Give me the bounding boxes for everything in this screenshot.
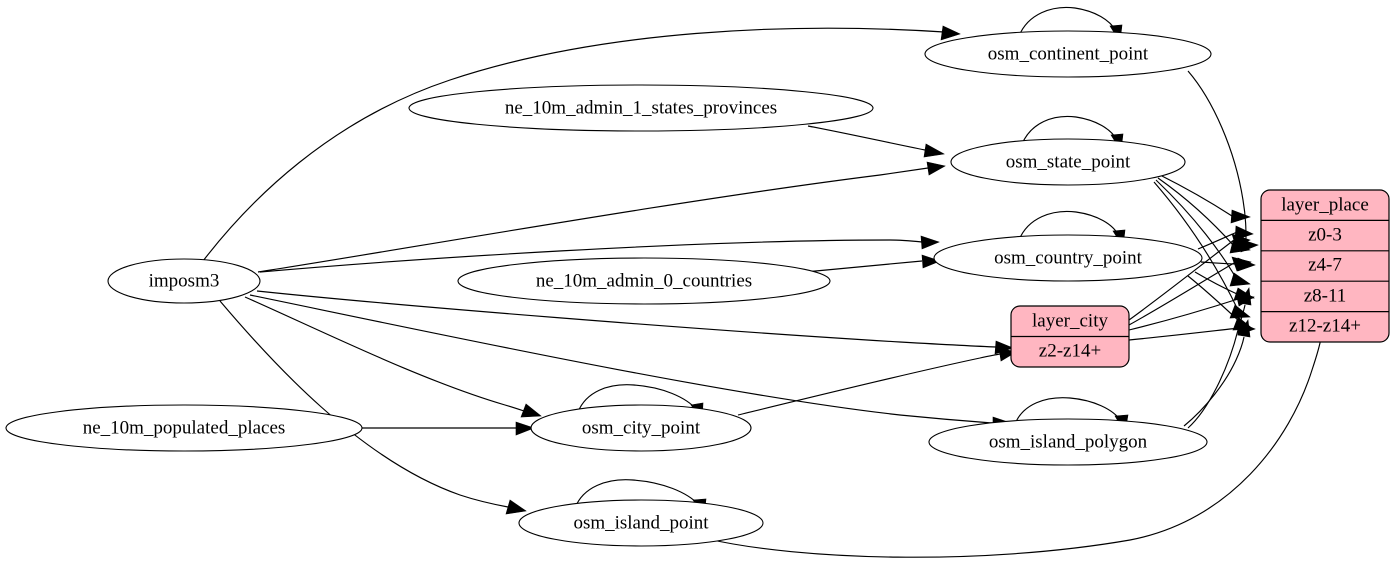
node-osm-state-point-shape[interactable] — [950, 138, 1186, 186]
edge-layer — [202, 6, 1328, 558]
node-osm-continent-point-shape[interactable] — [924, 30, 1212, 78]
node-osm-city-point[interactable]: osm_city_point — [530, 404, 752, 452]
node-osm-island-polygon[interactable]: osm_island_polygon — [928, 418, 1208, 466]
layer-city-title: layer_city — [1032, 310, 1108, 331]
node-osm-island-point[interactable]: osm_island_point — [518, 499, 764, 547]
edge-imposm3-to-osm_island_point — [219, 300, 527, 515]
node-imposm3-label: imposm3 — [149, 270, 220, 291]
layer-place-title: layer_place — [1281, 194, 1369, 215]
node-ne-10m-admin-0-countries[interactable]: ne_10m_admin_0_countries — [457, 257, 831, 305]
layer-place-row-z0-3: z0-3 — [1308, 224, 1342, 245]
node-ne-10m-populated-places[interactable]: ne_10m_populated_places — [5, 404, 363, 452]
node-imposm3-shape[interactable] — [107, 258, 261, 304]
node-ne-places-label: ne_10m_populated_places — [83, 417, 286, 438]
node-ne-admin1-shape[interactable] — [408, 84, 874, 132]
node-osm-island-point-label: osm_island_point — [573, 512, 709, 533]
layer-place-row-z8-11: z8-11 — [1304, 285, 1347, 306]
node-ne-10m-admin-1-states-provinces[interactable]: ne_10m_admin_1_states_provinces — [408, 84, 874, 132]
node-osm-state-point[interactable]: osm_state_point — [950, 138, 1186, 186]
edge-imposm3-to-osm_country_point — [259, 235, 940, 273]
edge-layer_city-to-layer_place-b — [1128, 256, 1252, 326]
edge-osm_island_polygon-to-layer_place-b — [1183, 319, 1251, 427]
node-osm-island-polygon-label: osm_island_polygon — [989, 431, 1148, 452]
layer-place-row-z4-7: z4-7 — [1308, 254, 1342, 275]
edge-imposm3-to-osm_city_point — [244, 296, 542, 418]
edge-osm_state_point-to-layer_place-c — [1155, 179, 1251, 287]
node-ne-admin0-label: ne_10m_admin_0_countries — [536, 270, 752, 291]
layer-place-row-z12-z14: z12-z14+ — [1289, 315, 1361, 336]
edge-osm_state_point-to-layer_place-a — [1159, 174, 1251, 224]
edge-imposm3-to-osm_continent_point — [202, 25, 961, 262]
node-osm-continent-point[interactable]: osm_continent_point — [924, 30, 1212, 78]
edge-osm_island_polygon-to-layer_place-a — [1187, 287, 1252, 429]
node-layer-place[interactable]: layer_place z0-3 z4-7 z8-11 z12-z14+ — [1260, 189, 1390, 343]
node-ne-admin1-label: ne_10m_admin_1_states_provinces — [505, 97, 777, 118]
edge-imposm3-to-osm_state_point — [257, 161, 946, 273]
node-layer: imposm3 ne_10m_admin_1_states_provinces … — [5, 30, 1390, 547]
layer-city-row-z2: z2-z14+ — [1039, 340, 1101, 361]
node-layer-place-box[interactable] — [1260, 189, 1390, 343]
edge-ne_admin0-to-osm_country_point — [804, 254, 941, 273]
node-osm-country-point[interactable]: osm_country_point — [933, 234, 1203, 282]
node-osm-state-point-label: osm_state_point — [1006, 151, 1131, 172]
node-layer-city[interactable]: layer_city z2-z14+ — [1010, 305, 1130, 368]
edge-layer_city-to-layer_place-a — [1128, 233, 1251, 321]
node-imposm3[interactable]: imposm3 — [107, 258, 261, 304]
node-osm-city-point-label: osm_city_point — [582, 417, 701, 438]
node-osm-continent-point-label: osm_continent_point — [988, 43, 1149, 64]
node-osm-country-point-label: osm_country_point — [994, 247, 1142, 268]
node-osm-island-polygon-shape[interactable] — [928, 418, 1208, 466]
node-ne-places-shape[interactable] — [5, 404, 363, 452]
edge-osm_city_point-to-layer_city — [737, 347, 1017, 416]
node-osm-country-point-shape[interactable] — [933, 234, 1203, 282]
node-osm-island-point-shape[interactable] — [518, 499, 764, 547]
node-ne-admin0-shape[interactable] — [457, 257, 831, 305]
edge-ne_admin1-to-osm_state_point — [807, 125, 945, 158]
edge-ne_places-to-osm_city_point — [362, 421, 535, 436]
node-osm-city-point-shape[interactable] — [530, 404, 752, 452]
